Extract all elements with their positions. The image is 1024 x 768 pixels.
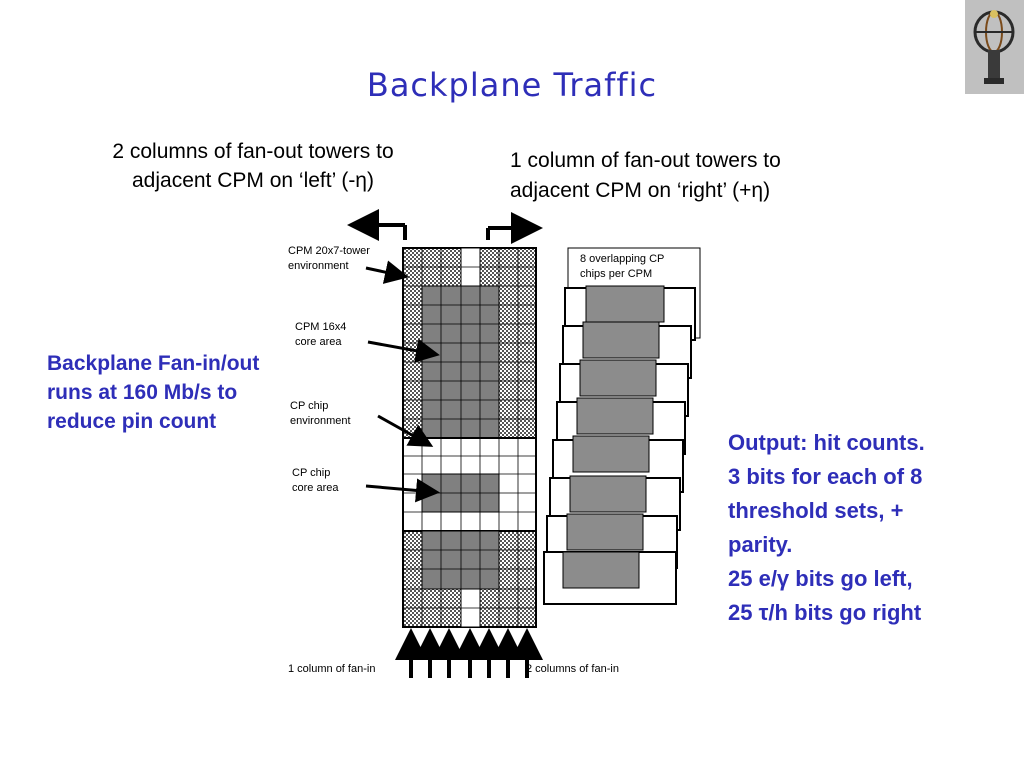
note-output-line: 25 e/γ bits go left, (728, 566, 913, 591)
label-chips-2: chips per CPM (580, 268, 652, 280)
label-chip-env-2: environment (290, 415, 351, 427)
label-chip-core-2: core area (292, 482, 339, 494)
cp-chip-core (579, 359, 657, 397)
label-core-1: CPM 16x4 (295, 321, 346, 333)
note-output: Output: hit counts. 3 bits for each of 8… (728, 426, 1008, 630)
label-env-2: environment (288, 260, 349, 272)
cpm-core-area-bottom (421, 530, 500, 590)
cp-chip-core (576, 397, 654, 435)
cp-chip-core (569, 475, 647, 513)
slide-title: Backplane Traffic (366, 66, 658, 104)
cp-chip-core (562, 551, 640, 589)
note-output-line: 3 bits for each of 8 (728, 464, 923, 489)
label-chips-1: 8 overlapping CP (580, 253, 664, 265)
atlas-logo (965, 0, 1024, 94)
note-output-line: Output: hit counts. (728, 430, 925, 455)
cp-chip-core (566, 513, 644, 551)
caption-left-fanout: 2 columns of fan-out towers to adjacent … (112, 140, 394, 192)
tower-grid-lines (402, 248, 537, 627)
fanout-arrows (347, 209, 543, 244)
cpm-tower-grid (402, 247, 537, 628)
caption-right-fanout: 1 column of fan-out towers to adjacent C… (510, 149, 781, 202)
cp-chip-stack (543, 247, 701, 605)
pointer-core (367, 338, 440, 363)
note-backplane-speed: Backplane Fan-in/out runs at 160 Mb/s to… (47, 352, 260, 433)
cp-chip-core (572, 435, 650, 473)
fanin-arrows (395, 628, 543, 678)
note-output-line: parity. (728, 532, 793, 557)
cp-chip-core (585, 285, 665, 323)
pointer-chip-env (377, 414, 434, 447)
label-chip-env-1: CP chip (290, 400, 328, 412)
atlas-figure-icon (973, 10, 1015, 84)
pointer-env (365, 260, 409, 284)
pointer-chip-core (365, 478, 440, 503)
label-chip-core-1: CP chip (292, 467, 330, 479)
label-core-2: core area (295, 336, 342, 348)
label-fanin-left: 1 column of fan-in (288, 663, 375, 675)
cp-chip-core (582, 321, 660, 359)
label-fanin-right: 2 columns of fan-in (526, 663, 619, 675)
label-env-1: CPM 20x7-tower (288, 245, 370, 257)
note-output-line: threshold sets, + (728, 498, 904, 523)
note-output-line: 25 τ/h bits go right (728, 600, 922, 625)
label-pointer-arrows (365, 260, 440, 503)
